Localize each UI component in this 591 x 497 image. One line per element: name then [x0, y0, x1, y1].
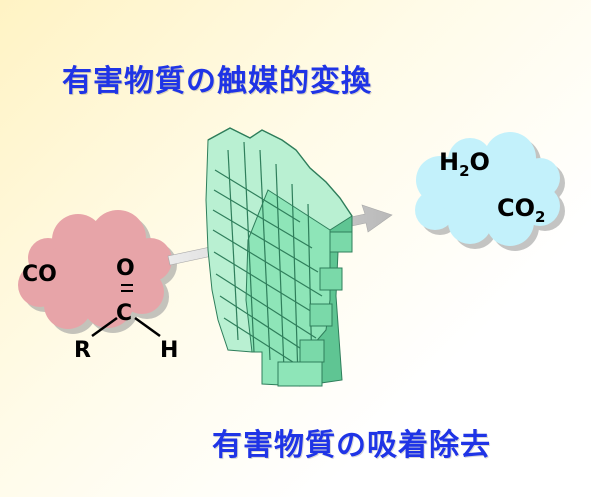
reactant-cloud — [18, 210, 177, 334]
title-adsorption-removal: 有害物質の吸着除去 — [212, 428, 491, 463]
catalyst-honeycomb — [205, 127, 353, 387]
double-bond — [121, 284, 133, 292]
product-cloud — [415, 132, 565, 251]
label-carbonyl-o: O — [116, 256, 135, 281]
label-co2: CO2 — [497, 194, 545, 226]
label-carbon: C — [116, 301, 132, 326]
label-r: R — [74, 338, 91, 363]
label-water: H2O — [439, 148, 490, 180]
label-h: H — [160, 338, 178, 363]
label-co: CO — [22, 262, 57, 287]
title-catalytic-conversion: 有害物質の触媒的変換 — [62, 64, 372, 99]
single-bonds — [91, 316, 161, 338]
